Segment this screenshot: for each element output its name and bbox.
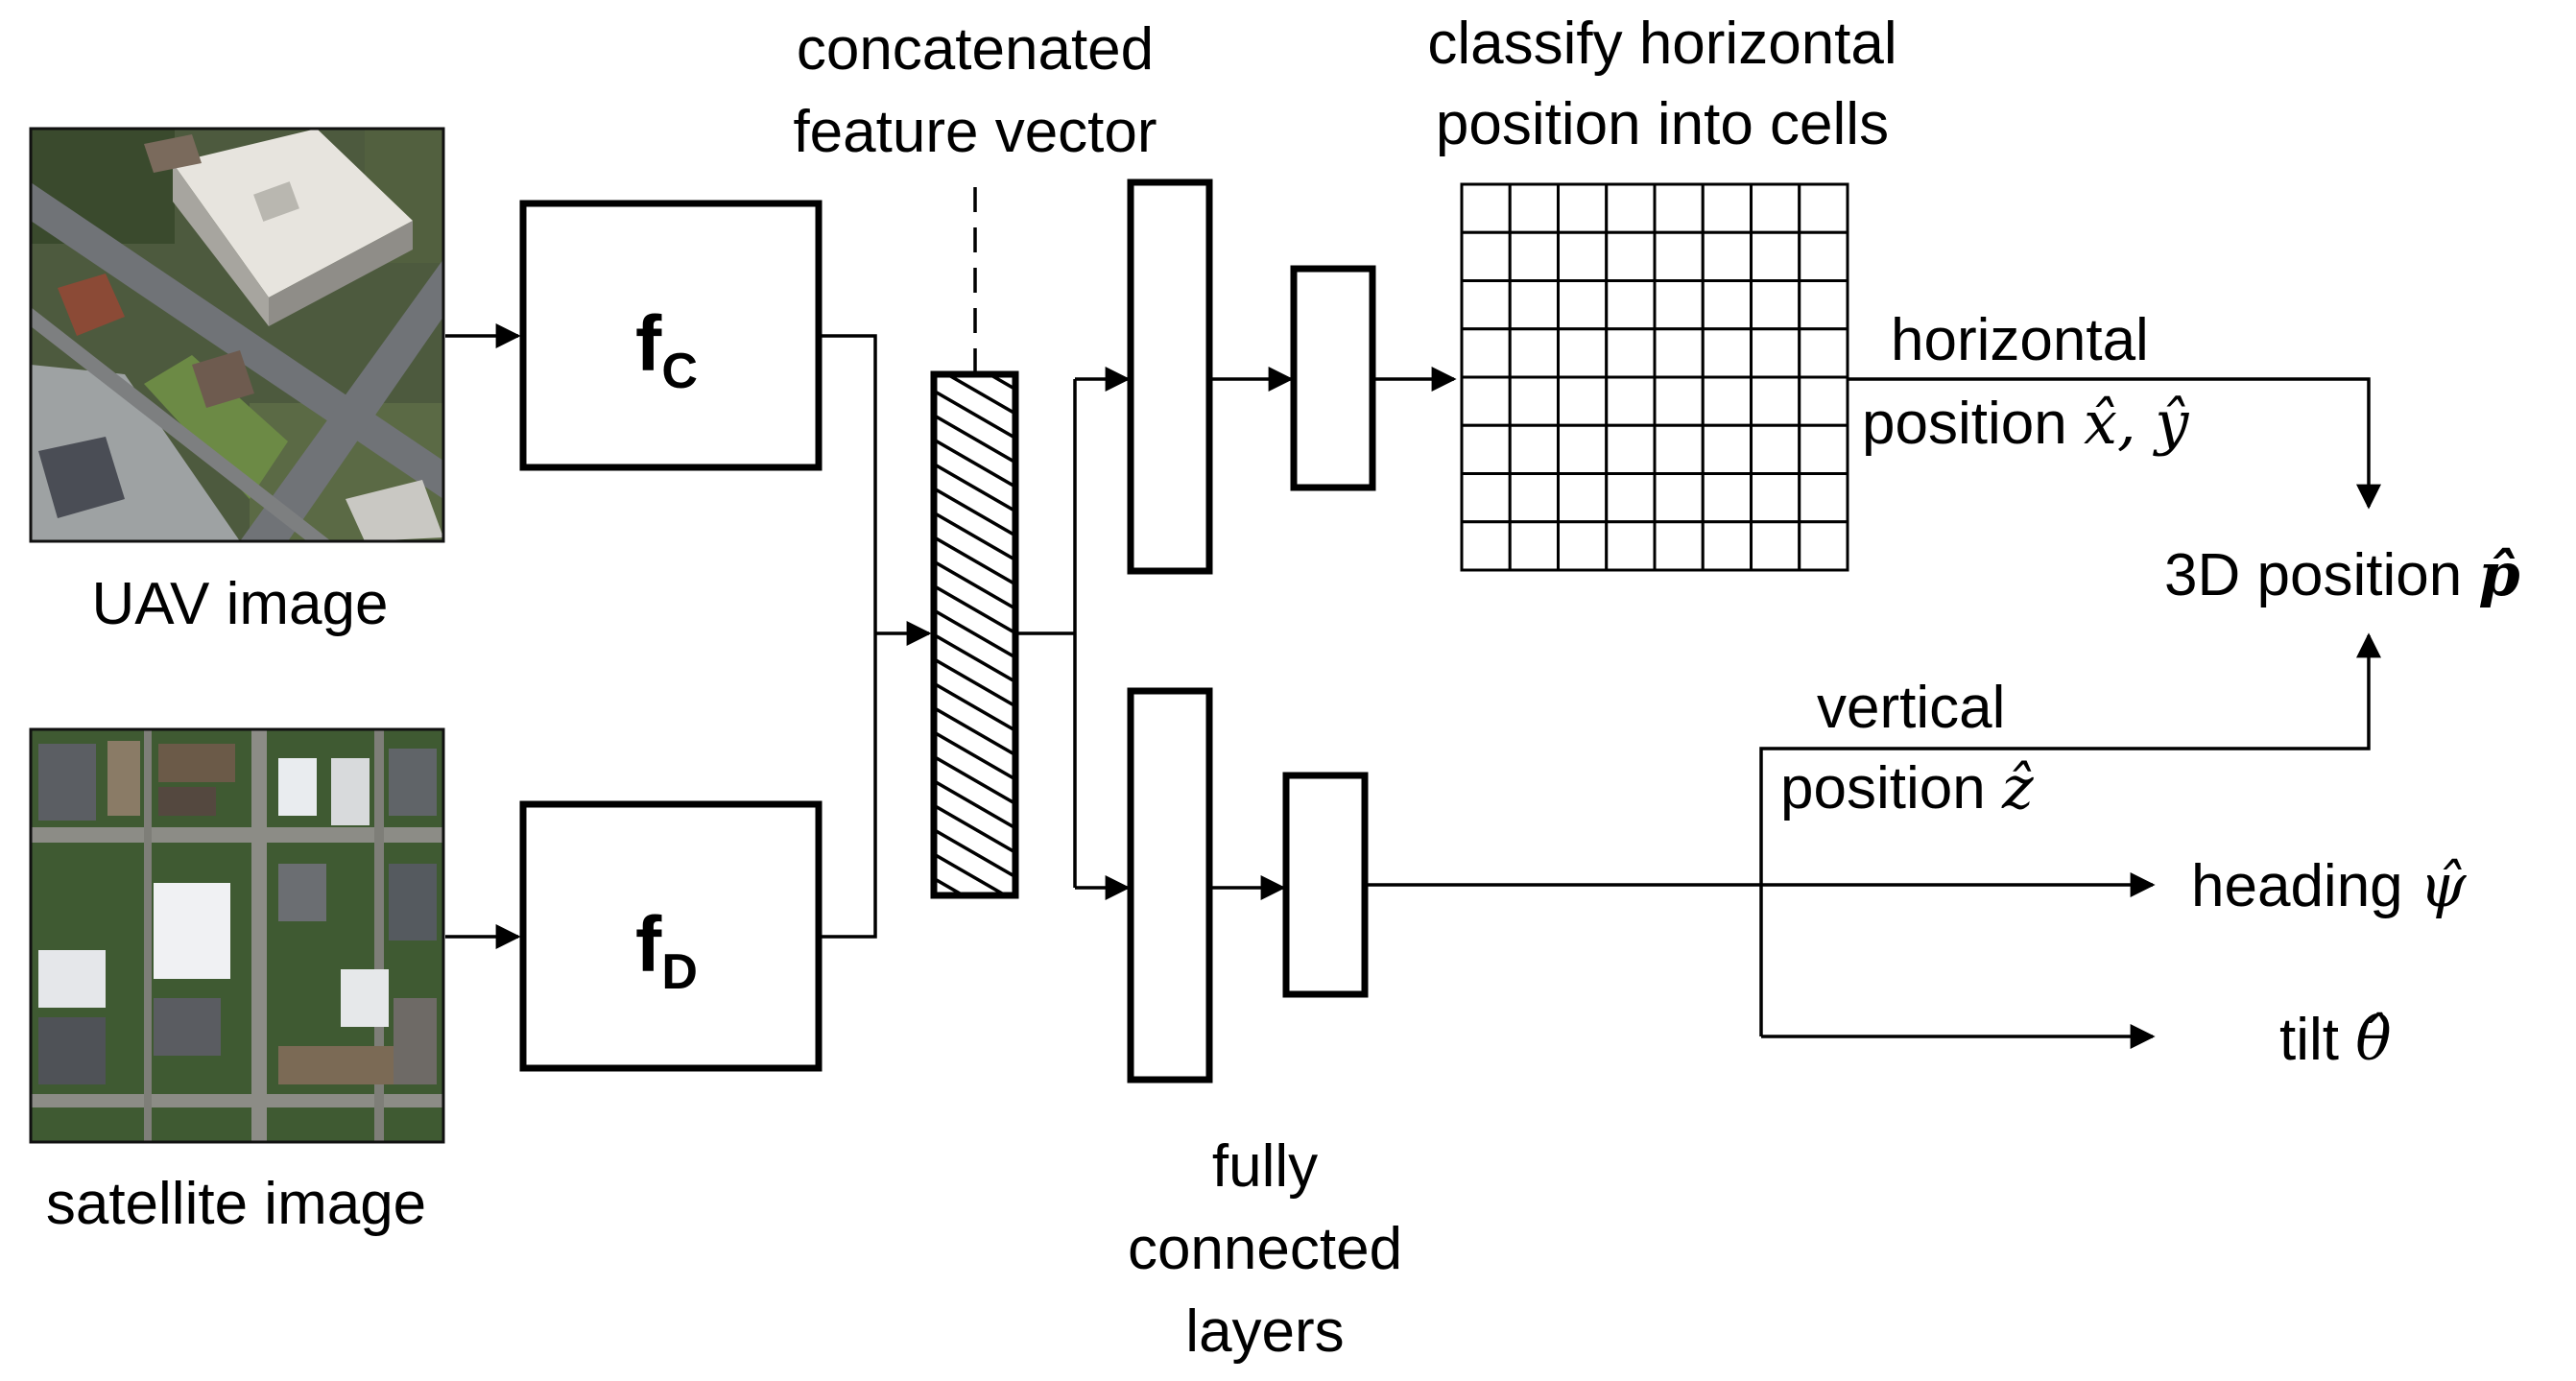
grid-cell (1508, 520, 1560, 572)
grid-cell (1798, 182, 1849, 234)
fc-layer-bottom-1 (1127, 687, 1213, 1083)
grid-cell (1605, 423, 1657, 475)
grid-cell (1653, 472, 1705, 524)
grid-cell (1605, 182, 1657, 234)
grid-cell (1701, 472, 1753, 524)
grid-title-line2: position into cells (1436, 91, 1889, 157)
grid-cell (1653, 375, 1705, 427)
grid-cell (1750, 230, 1801, 282)
fc-layer-top-2 (1290, 265, 1376, 491)
grid-title-line1: classify horizontal (1427, 11, 1896, 77)
fc-layer-bottom-2 (1282, 772, 1369, 998)
grid-cell (1557, 375, 1609, 427)
grid-cell (1701, 182, 1753, 234)
grid-cell (1605, 520, 1657, 572)
grid-cell (1653, 520, 1705, 572)
grid-cell (1508, 423, 1560, 475)
grid-cell (1653, 230, 1705, 282)
grid-cell (1750, 279, 1801, 331)
grid-cell (1557, 423, 1609, 475)
fc-label-line2: connected (1128, 1216, 1402, 1282)
position-3d-label: 3D position p̂ (2164, 539, 2520, 609)
grid-cell (1750, 472, 1801, 524)
grid-cell (1798, 230, 1849, 282)
encoder-fc-label: fC (635, 300, 698, 399)
encoder-fd-label: fD (635, 901, 698, 1000)
grid-cell (1460, 182, 1512, 234)
grid-cell (1750, 520, 1801, 572)
grid-cell (1605, 327, 1657, 379)
position-cell-grid (1460, 182, 1849, 572)
grid-cell (1460, 279, 1512, 331)
concat-label-line1: concatenated (797, 16, 1154, 83)
grid-cell (1460, 472, 1512, 524)
grid-cell (1557, 230, 1609, 282)
horizontal-output-arrow (1848, 377, 2381, 510)
grid-cell (1653, 279, 1705, 331)
grid-cell (1798, 327, 1849, 379)
grid-cell (1750, 423, 1801, 475)
uav-image-label: UAV image (92, 571, 389, 637)
grid-cell (1653, 182, 1705, 234)
grid-cell (1557, 520, 1609, 572)
grid-cell (1750, 327, 1801, 379)
fc-label-line1: fully (1212, 1133, 1318, 1200)
vertical-output-arrow (1759, 632, 2381, 1036)
uav-image-frame (29, 127, 445, 543)
grid-cell (1557, 182, 1609, 234)
encoder-fd-box (519, 800, 823, 1072)
grid-cell (1701, 230, 1753, 282)
grid-cell (1798, 472, 1849, 524)
uav-image (31, 129, 443, 541)
satellite-image-label: satellite image (46, 1171, 426, 1237)
grid-cell (1508, 327, 1560, 379)
grid-cell (1460, 327, 1512, 379)
encoder-merge-line (819, 334, 877, 939)
satellite-image (31, 729, 443, 1142)
grid-cell (1701, 375, 1753, 427)
grid-cell (1460, 230, 1512, 282)
grid-cell (1701, 279, 1753, 331)
grid-cell (1460, 375, 1512, 427)
grid-cell (1557, 327, 1609, 379)
concat-label-line2: feature vector (793, 99, 1157, 165)
grid-cell (1508, 375, 1560, 427)
grid-cell (1605, 472, 1657, 524)
grid-cell (1701, 327, 1753, 379)
horizontal-label-line1: horizontal (1891, 307, 2149, 373)
grid-cell (1460, 520, 1512, 572)
vertical-label-line2: position ẑ (1780, 752, 2034, 822)
grid-cell (1798, 279, 1849, 331)
fc-label-line3: layers (1185, 1298, 1344, 1365)
grid-cell (1605, 230, 1657, 282)
grid-cell (1508, 182, 1560, 234)
grid-cell (1460, 423, 1512, 475)
vertical-label-line1: vertical (1817, 675, 2005, 741)
grid-cell (1798, 520, 1849, 572)
tilt-label: tilt θ̂ (2279, 1004, 2392, 1074)
grid-cell (1508, 230, 1560, 282)
grid-cell (1605, 375, 1657, 427)
satellite-image-frame (29, 727, 445, 1144)
grid-cell (1750, 182, 1801, 234)
grid-cell (1701, 423, 1753, 475)
horizontal-label-line2: position x̂, ŷ (1862, 388, 2189, 458)
grid-cell (1508, 279, 1560, 331)
grid-cell (1653, 327, 1705, 379)
fc-layer-top-1 (1127, 179, 1213, 575)
grid-cell (1750, 375, 1801, 427)
grid-cell (1653, 423, 1705, 475)
grid-cell (1605, 279, 1657, 331)
encoder-fc-box (519, 200, 823, 471)
grid-cell (1798, 375, 1849, 427)
grid-cell (1798, 423, 1849, 475)
grid-cell (1557, 279, 1609, 331)
grid-cell (1557, 472, 1609, 524)
concat-feature-vector (930, 370, 1019, 899)
grid-cell (1508, 472, 1560, 524)
heading-label: heading ψ̂ (2191, 850, 2468, 920)
grid-cell (1701, 520, 1753, 572)
